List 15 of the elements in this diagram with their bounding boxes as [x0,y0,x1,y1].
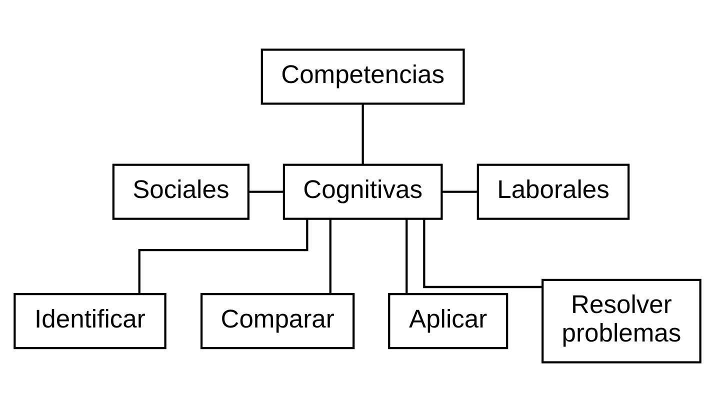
node-box: Sociales [112,163,250,220]
connector [406,218,408,294]
node-box: Aplicar [388,292,508,349]
connector [248,190,284,192]
connector [362,103,364,164]
connector [423,218,542,288]
connector [329,218,332,294]
node-box: Cognitivas [282,163,443,220]
node-box: Comparar [200,292,355,349]
connector [442,190,478,192]
node-box: Resolver problemas [542,278,702,363]
connector [138,218,308,294]
node-box: Competencias [260,48,465,104]
node-box: Laborales [476,163,630,220]
node-box: Identificar [14,292,166,349]
